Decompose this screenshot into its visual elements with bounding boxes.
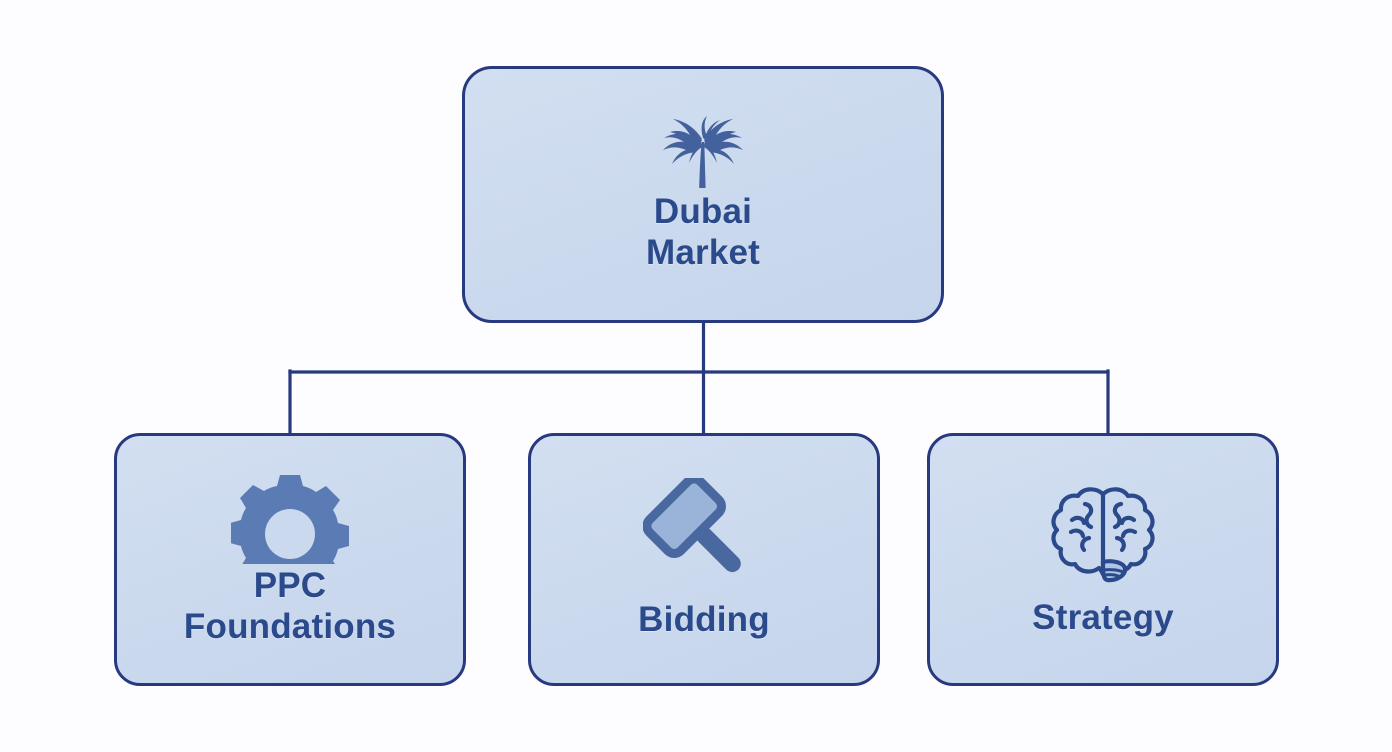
node-bidding-label: Bidding xyxy=(638,600,770,640)
node-bidding[interactable]: Bidding xyxy=(528,433,880,686)
gavel-icon xyxy=(642,474,765,594)
palm-tree-icon xyxy=(657,115,749,202)
node-ppc-foundations-label-line2: Foundations xyxy=(183,606,397,646)
node-root-label-line1: Dubai xyxy=(653,191,753,231)
gear-icon xyxy=(230,472,349,592)
node-root-label-line2: Market xyxy=(645,232,761,272)
node-strategy-label: Strategy xyxy=(1032,598,1174,638)
node-strategy[interactable]: Strategy xyxy=(927,433,1279,686)
brain-icon xyxy=(1041,480,1165,592)
node-ppc-foundations-label-line1: PPC xyxy=(253,565,327,605)
